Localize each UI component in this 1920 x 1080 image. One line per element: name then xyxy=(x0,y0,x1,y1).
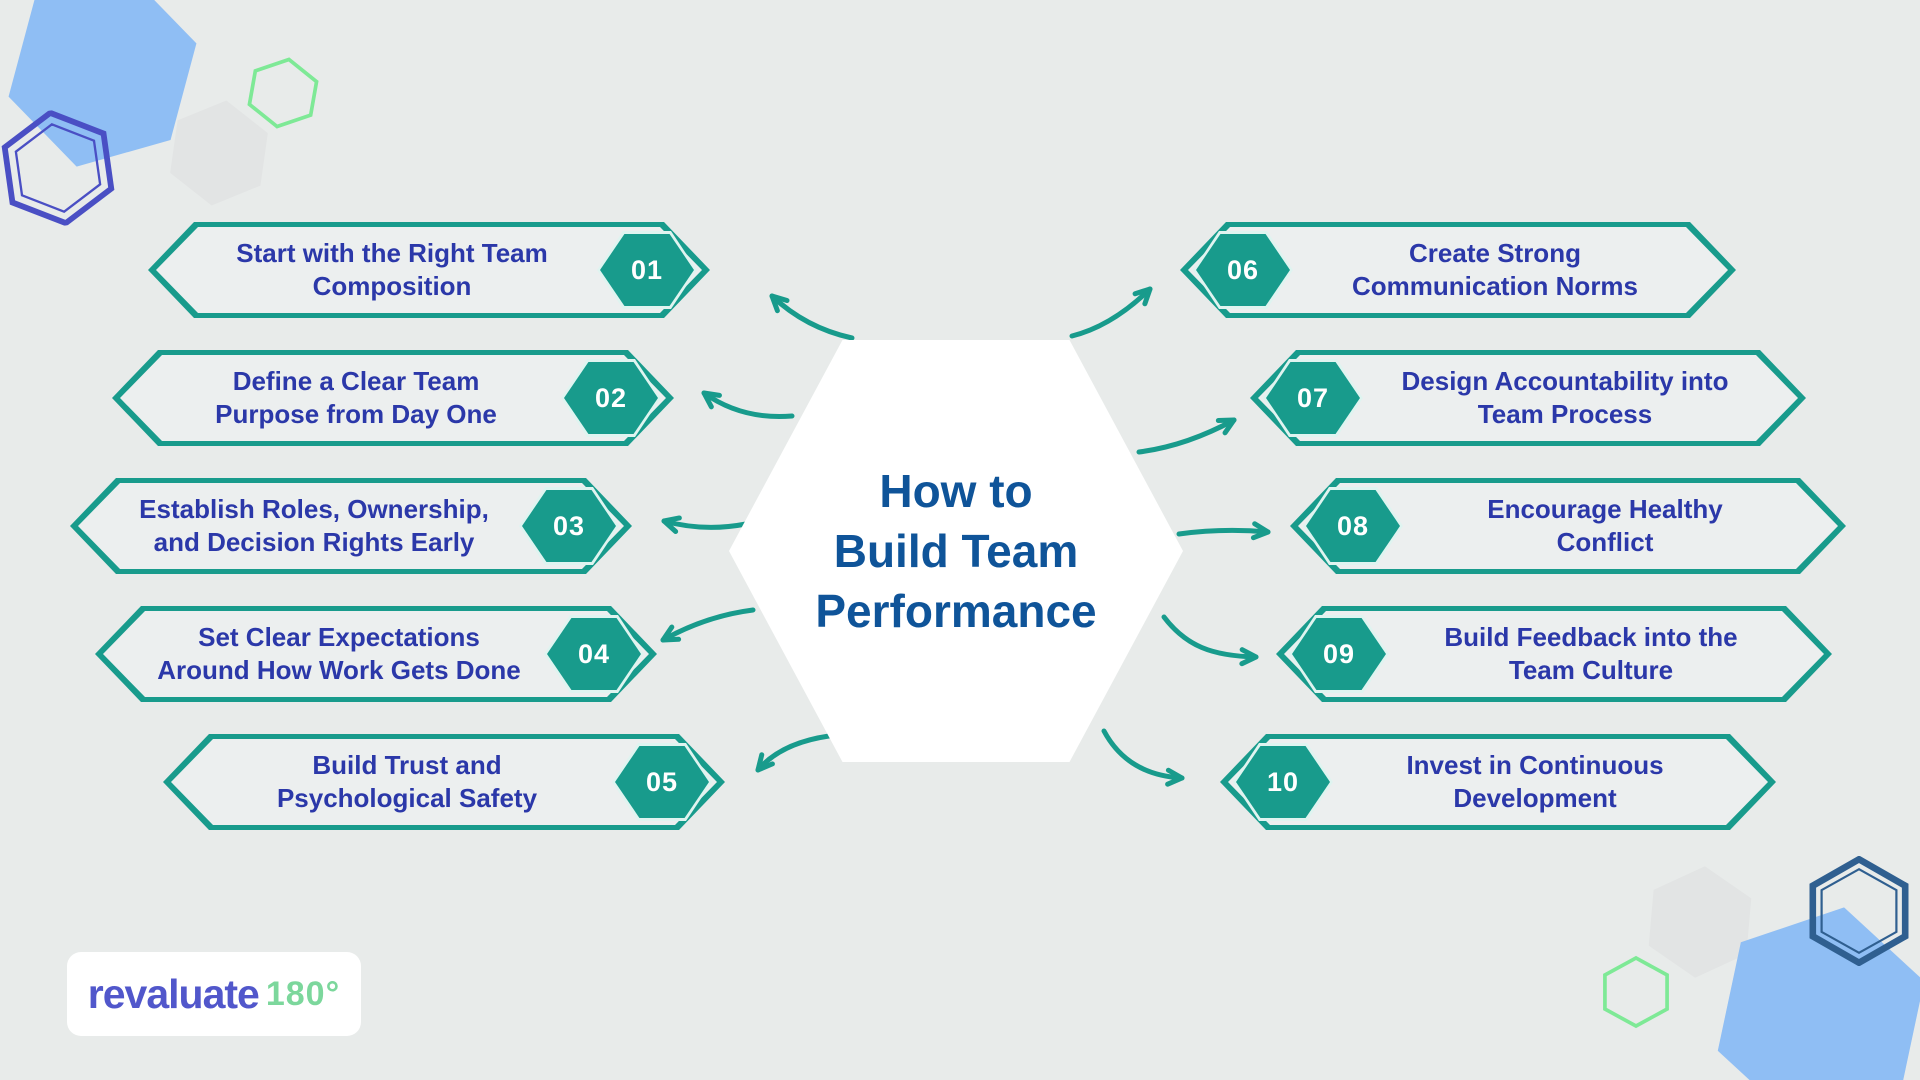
decor-hexagon-green-outline-topleft xyxy=(247,57,319,129)
arrow-to-step-05 xyxy=(755,733,832,773)
badge-hexagon: 03 xyxy=(522,490,616,562)
step-label-line: Encourage Healthy xyxy=(1487,494,1723,524)
step-banner-03: Establish Roles, Ownership, and Decision… xyxy=(70,478,632,574)
badge-hexagon: 04 xyxy=(547,618,641,690)
arrow-to-step-02 xyxy=(701,390,795,419)
step-label-line: Communication Norms xyxy=(1351,271,1639,301)
badge-hexagon: 06 xyxy=(1196,234,1290,306)
step-label: Invest in Continuous Development xyxy=(1220,734,1776,830)
badge-hexagon: 10 xyxy=(1236,746,1330,818)
decor-hexagon-steel-outline xyxy=(1809,856,1909,966)
step-label-line: Set Clear Expectations xyxy=(198,622,480,652)
arrow-to-step-07 xyxy=(1136,417,1237,455)
badge-hexagon: 02 xyxy=(564,362,658,434)
step-label-line: Invest in Continuous xyxy=(1406,750,1664,780)
step-banner-09: Build Feedback into the Team Culture 09 xyxy=(1276,606,1832,702)
step-banner-04: Set Clear Expectations Around How Work G… xyxy=(95,606,657,702)
decor-hexagon-indigo-outline xyxy=(1,109,115,227)
step-label: Create Strong Communication Norms xyxy=(1180,222,1736,318)
arrow-to-step-09 xyxy=(1161,614,1259,667)
step-label-line: Build Trust and xyxy=(312,750,502,780)
step-number: 04 xyxy=(577,638,611,669)
step-label-line: Composition xyxy=(312,271,472,301)
main-title-line: Build Team xyxy=(833,525,1079,577)
center-hexagon: How to Build Team Performance xyxy=(729,340,1183,762)
step-banner-02: Define a Clear Team Purpose from Day One… xyxy=(112,350,674,446)
step-label-line: Conflict xyxy=(1556,527,1654,557)
step-label: Establish Roles, Ownership, and Decision… xyxy=(70,478,632,574)
badge-hexagon: 09 xyxy=(1292,618,1386,690)
step-label: Encourage Healthy Conflict xyxy=(1290,478,1846,574)
logo-brand-text: revaluate xyxy=(87,970,260,1017)
step-label-line: Team Process xyxy=(1477,399,1653,429)
arrow-to-step-03 xyxy=(661,515,749,534)
step-banner-10: Invest in Continuous Development 10 xyxy=(1220,734,1776,830)
logo-suffix-text: 180° xyxy=(265,974,341,1013)
arrow-to-step-01 xyxy=(769,293,855,341)
step-label-line: Establish Roles, Ownership, xyxy=(139,494,489,524)
badge-hexagon: 08 xyxy=(1306,490,1400,562)
step-label-line: Build Feedback into the xyxy=(1444,622,1738,652)
step-number: 03 xyxy=(552,510,586,541)
badge-hexagon: 05 xyxy=(615,746,709,818)
arrow-to-step-08 xyxy=(1176,521,1271,541)
main-title-line: Performance xyxy=(815,585,1097,637)
logo: revaluate 180° xyxy=(67,952,361,1036)
step-number: 06 xyxy=(1226,254,1260,285)
step-label-line: Purpose from Day One xyxy=(215,399,497,429)
step-label-line: Psychological Safety xyxy=(276,783,538,813)
step-label-line: and Decision Rights Early xyxy=(153,527,475,557)
step-label: Set Clear Expectations Around How Work G… xyxy=(95,606,657,702)
step-number: 05 xyxy=(645,766,679,797)
step-label: Build Feedback into the Team Culture xyxy=(1276,606,1832,702)
step-banner-06: Create Strong Communication Norms 06 xyxy=(1180,222,1736,318)
arrow-to-step-04 xyxy=(660,607,756,643)
step-label: Build Trust and Psychological Safety xyxy=(163,734,725,830)
step-number: 01 xyxy=(630,254,664,285)
step-banner-07: Design Accountability into Team Process … xyxy=(1250,350,1806,446)
step-number: 08 xyxy=(1336,510,1370,541)
arrow-to-step-10 xyxy=(1101,728,1185,787)
badge-hexagon: 07 xyxy=(1266,362,1360,434)
step-number: 02 xyxy=(594,382,628,413)
step-number: 09 xyxy=(1322,638,1356,669)
step-label-line: Development xyxy=(1453,783,1617,813)
step-banner-05: Build Trust and Psychological Safety 05 xyxy=(163,734,725,830)
step-number: 07 xyxy=(1296,382,1330,413)
step-label-line: Around How Work Gets Done xyxy=(157,655,521,685)
step-label-line: Design Accountability into xyxy=(1401,366,1729,396)
step-label-line: Team Culture xyxy=(1508,655,1674,685)
step-label: Define a Clear Team Purpose from Day One xyxy=(112,350,674,446)
step-label-line: Define a Clear Team xyxy=(232,366,480,396)
badge-hexagon: 01 xyxy=(600,234,694,306)
decor-hexagon-green-outline-bottomright xyxy=(1603,955,1669,1029)
main-title-line: How to xyxy=(879,465,1033,517)
step-label: Design Accountability into Team Process xyxy=(1250,350,1806,446)
step-banner-01: Start with the Right Team Composition 01 xyxy=(148,222,710,318)
step-label-line: Start with the Right Team xyxy=(236,238,548,268)
step-label-line: Create Strong xyxy=(1409,238,1581,268)
step-number: 10 xyxy=(1266,766,1300,797)
arrow-to-step-06 xyxy=(1069,286,1153,339)
step-banner-08: Encourage Healthy Conflict 08 xyxy=(1290,478,1846,574)
step-label: Start with the Right Team Composition xyxy=(148,222,710,318)
